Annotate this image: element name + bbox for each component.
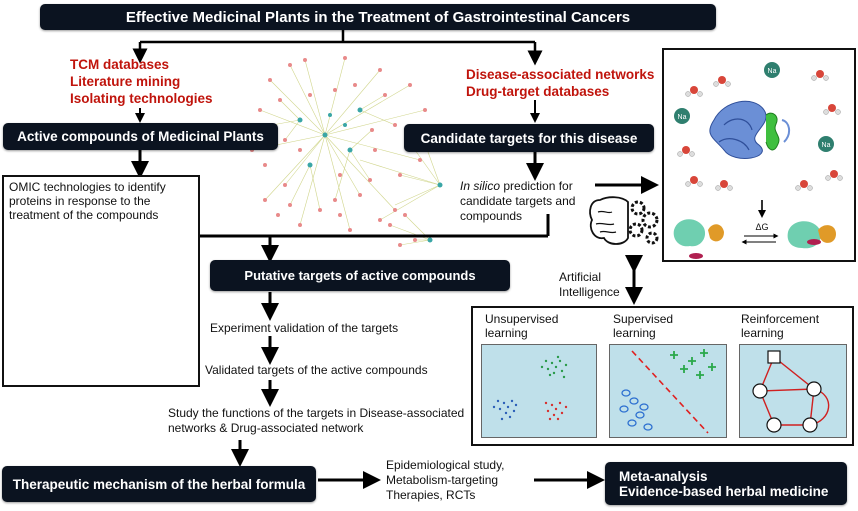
sodium-ion-2	[764, 62, 780, 78]
water-molecules	[677, 70, 843, 191]
title-text: Effective Medicinal Plants in the Treatm…	[125, 8, 631, 26]
unsupervised-label: Unsupervised learning	[485, 312, 559, 340]
in-silico-italic: In silico	[460, 179, 501, 193]
in-silico-text: In silico prediction for candidate targe…	[460, 179, 600, 224]
reinforcement-plot	[739, 344, 847, 438]
omic-description: OMIC technologies to identify proteins i…	[9, 180, 166, 222]
therapeutic-mechanism-box: Therapeutic mechanism of the herbal form…	[2, 466, 316, 502]
candidate-targets-box: Candidate targets for this disease	[404, 124, 654, 152]
compound-target-network	[250, 56, 443, 247]
ai-brain-icon	[589, 196, 659, 245]
putative-targets-box: Putative targets of active compounds	[210, 260, 510, 291]
step-validated-targets: Validated targets of the active compound…	[205, 363, 428, 377]
receptor-binding-left	[673, 219, 724, 259]
unsupervised-plot	[481, 344, 597, 438]
molecule-illustration: Na Na Na ΔG	[673, 62, 843, 259]
sodium-ion-1	[674, 108, 690, 124]
sodium-ion-3-label: Na	[822, 142, 831, 149]
meta-analysis-label: Meta-analysis	[619, 468, 708, 484]
receptor-binding-right	[787, 221, 836, 249]
left-sources: TCM databases Literature mining Isolatin…	[70, 56, 260, 107]
epidemiology-text: Epidemiological study, Metabolism-target…	[386, 458, 505, 502]
molecule-panel: Na Na Na ΔG	[662, 48, 856, 262]
step-experiment-validation: Experiment validation of the targets	[210, 321, 399, 335]
sodium-ion-3	[818, 136, 834, 152]
source-literature-mining: Literature mining	[70, 74, 181, 89]
omic-panel: OMIC technologies to identify proteins i…	[2, 175, 200, 387]
equilibrium-arrows	[741, 233, 779, 245]
supervised-plot	[609, 344, 727, 438]
source-isolating-technologies: Isolating technologies	[70, 91, 213, 106]
evidence-based-label: Evidence-based herbal medicine	[619, 483, 829, 499]
active-compounds-box: Active compounds of Medicinal Plants	[3, 123, 278, 150]
ai-label: Artificial Intelligence	[559, 270, 620, 299]
sodium-ion-2-label: Na	[768, 68, 777, 75]
sodium-ion-1-label: Na	[678, 114, 687, 121]
in-silico-rest: prediction for candidate targets and com…	[460, 179, 576, 223]
source-tcm-databases: TCM databases	[70, 57, 170, 72]
right-sources: Disease-associated networks Drug-target …	[466, 66, 666, 100]
reinforcement-label: Reinforcement learning	[741, 312, 820, 340]
source-disease-networks: Disease-associated networks	[466, 67, 655, 82]
step-study-functions: Study the functions of the targets in Di…	[168, 406, 465, 435]
source-drug-target-db: Drug-target databases	[466, 84, 610, 99]
supervised-label: Supervised learning	[613, 312, 674, 340]
therapeutic-mechanism-label: Therapeutic mechanism of the herbal form…	[12, 476, 306, 492]
protein-structure	[709, 100, 790, 159]
putative-targets-label: Putative targets of active compounds	[244, 268, 476, 283]
machine-learning-panel: Unsupervised learning Supervised learnin…	[471, 306, 854, 446]
candidate-targets-label: Candidate targets for this disease	[420, 130, 638, 146]
meta-analysis-box: Meta-analysis Evidence-based herbal medi…	[605, 462, 847, 505]
diagram-title: Effective Medicinal Plants in the Treatm…	[40, 4, 716, 30]
active-compounds-label: Active compounds of Medicinal Plants	[17, 129, 264, 144]
delta-g-label: ΔG	[755, 222, 768, 232]
